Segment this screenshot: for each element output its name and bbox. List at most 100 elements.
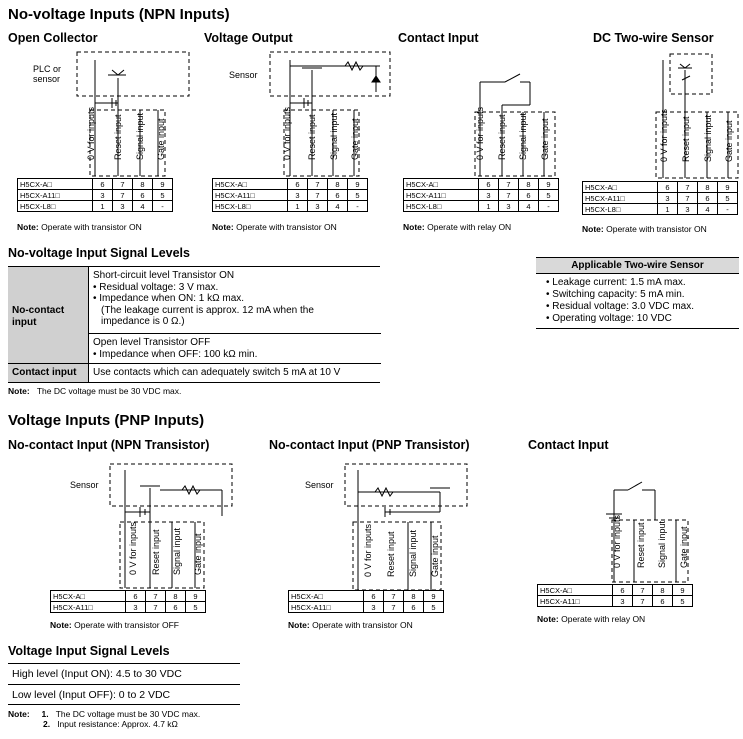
heading-contact-input: Contact Input [398, 31, 479, 45]
open-level-cell: Open level Transistor OFF • Impedance wh… [88, 333, 381, 364]
note-dc-two-wire: Note: Operate with transistor ON [582, 224, 707, 234]
pin: - [152, 200, 173, 212]
heading-dc-two-wire: DC Two-wire Sensor [593, 31, 714, 45]
pin-label-signal: Signal input [657, 520, 667, 568]
pin: 3 [612, 595, 633, 607]
two-wire-item: • Switching capacity: 5 mA min. [546, 289, 685, 300]
heading-nv-signal-levels: No-voltage Input Signal Levels [8, 246, 190, 260]
note-label: Note: [50, 620, 72, 630]
note-label: Note: [8, 709, 30, 719]
pin: 1 [287, 200, 308, 212]
note-text: The DC voltage must be 30 VDC max. [55, 709, 201, 719]
note-nc-npn: Note: Operate with transistor OFF [50, 620, 179, 630]
no-contact-cell: No-contact input [8, 267, 88, 364]
sensor-label: Sensor [70, 480, 99, 490]
pin: 6 [652, 595, 673, 607]
note-voltage-output: Note: Operate with transistor ON [212, 222, 337, 232]
note-label: Note: [537, 614, 559, 624]
open-item: • Impedance when OFF: 100 kΩ min. [93, 348, 258, 360]
pin-label-0v: 0 V for inputs [612, 514, 622, 568]
pin: 7 [632, 595, 653, 607]
note-text: Operate with relay ON [561, 614, 646, 624]
heading-open-collector: Open Collector [8, 31, 98, 45]
pin: 6 [612, 584, 633, 596]
pin: 3 [125, 601, 146, 613]
divider [8, 684, 240, 685]
pin: 3 [677, 203, 698, 215]
note-contact-input: Note: Operate with relay ON [403, 222, 511, 232]
model-a: H5CX-A□ [537, 584, 613, 596]
section-title-npn: No-voltage Inputs (NPN Inputs) [8, 6, 230, 23]
contact-desc-cell: Use contacts which can adequately switch… [88, 364, 381, 382]
contact-desc: Use contacts which can adequately switch… [93, 367, 341, 378]
two-wire-item: • Operating voltage: 10 VDC [546, 313, 672, 324]
model-a11: H5CX-A11□ [50, 601, 126, 613]
note-text: Operate with transistor OFF [74, 620, 179, 630]
plc-sensor-label: PLC or sensor [33, 64, 62, 84]
high-level: High level (Input ON): 4.5 to 30 VDC [12, 668, 182, 680]
model-l8: H5CX-L8□ [582, 203, 658, 215]
short-title: Short-circuit level Transistor ON [93, 270, 235, 281]
model-a11: H5CX-A11□ [537, 595, 613, 607]
note-text: The DC voltage must be 30 VDC max. [36, 386, 182, 396]
model-a11: H5CX-A11□ [288, 601, 364, 613]
note-nv-levels: Note: The DC voltage must be 30 VDC max. [8, 386, 181, 396]
note-label: Note: [288, 620, 310, 630]
nv-signal-levels-table: No-contact input Short-circuit level Tra… [8, 266, 381, 383]
model-l8: H5CX-L8□ [403, 200, 479, 212]
pin: 9 [185, 590, 206, 602]
heading-nc-pnp: No-contact Input (PNP Transistor) [269, 438, 470, 452]
heading-voltage-output: Voltage Output [204, 31, 293, 45]
two-wire-sensor-box: Applicable Two-wire Sensor • Leakage cur… [536, 257, 739, 329]
short-item: (The leakage current is approx. 12 mA wh… [101, 304, 314, 328]
pin: 1 [92, 200, 113, 212]
footnotes: Note: 1. The DC voltage must be 30 VDC m… [8, 709, 201, 729]
pin: 5 [672, 595, 693, 607]
open-title: Open level Transistor OFF [93, 337, 211, 348]
v-signal-levels-table: High level (Input ON): 4.5 to 30 VDC Low… [8, 663, 240, 705]
note-text: Operate with transistor ON [606, 224, 707, 234]
two-wire-item: • Residual voltage: 3.0 VDC max. [546, 301, 695, 312]
note-num: 1. [41, 709, 49, 719]
pin: 9 [672, 584, 693, 596]
pin: - [538, 200, 559, 212]
pin: 5 [185, 601, 206, 613]
note-label: Note: [212, 222, 234, 232]
short-item: • Residual voltage: 3 V max. [93, 281, 219, 293]
heading-nc-npn: No-contact Input (NPN Transistor) [8, 438, 210, 452]
short-circuit-cell: Short-circuit level Transistor ON • Resi… [88, 267, 381, 334]
contact-label: Contact input [12, 367, 77, 378]
section-title-pnp: Voltage Inputs (PNP Inputs) [8, 412, 205, 429]
note-label: Note: [403, 222, 425, 232]
pin: 3 [112, 200, 133, 212]
note-text: Operate with transistor ON [236, 222, 337, 232]
pin-label-gate: Gate input [679, 526, 689, 568]
pin: - [347, 200, 368, 212]
note-text: Input resistance: Approx. 4.7 kΩ [57, 718, 178, 729]
pin: 8 [652, 584, 673, 596]
heading-contact-input-2: Contact Input [528, 438, 609, 452]
pin-label-reset: Reset input [636, 522, 646, 568]
note-label: Note: [8, 386, 30, 396]
low-level: Low level (Input OFF): 0 to 2 VDC [12, 689, 171, 701]
pin: - [717, 203, 738, 215]
sensor-label: Sensor [229, 70, 258, 80]
note-nc-pnp: Note: Operate with transistor ON [288, 620, 413, 630]
pin: 5 [423, 601, 444, 613]
two-wire-title: Applicable Two-wire Sensor [536, 258, 739, 274]
note-open-collector: Note: Operate with transistor ON [17, 222, 142, 232]
note-label: Note: [582, 224, 604, 234]
